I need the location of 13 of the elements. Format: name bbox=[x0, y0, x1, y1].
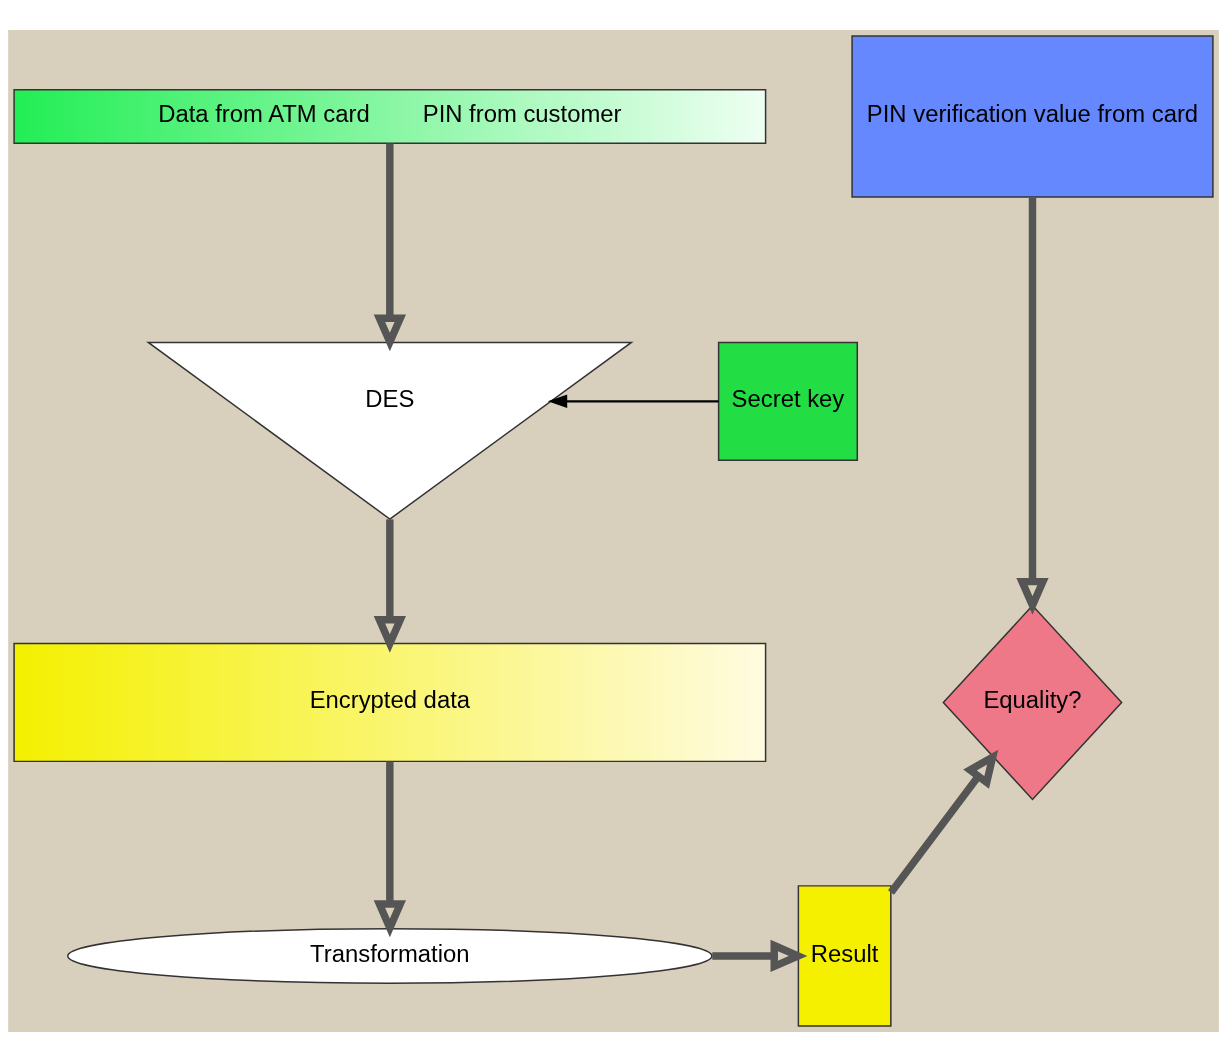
node-box: Encrypted data bbox=[13, 642, 767, 762]
node-ellipse: Transformation bbox=[67, 927, 713, 984]
node-box: PIN verification value from card bbox=[851, 34, 1214, 198]
arrow bbox=[712, 939, 808, 972]
arrow bbox=[373, 760, 406, 937]
arrow bbox=[1016, 196, 1049, 615]
arrow bbox=[373, 143, 406, 351]
arrow bbox=[547, 394, 719, 408]
node-box: Secret key bbox=[717, 341, 859, 461]
node-box: Result bbox=[797, 884, 892, 1027]
arrow bbox=[888, 749, 999, 895]
node-box: Data from ATM card PIN from customer bbox=[13, 88, 767, 144]
arrow bbox=[373, 518, 406, 653]
